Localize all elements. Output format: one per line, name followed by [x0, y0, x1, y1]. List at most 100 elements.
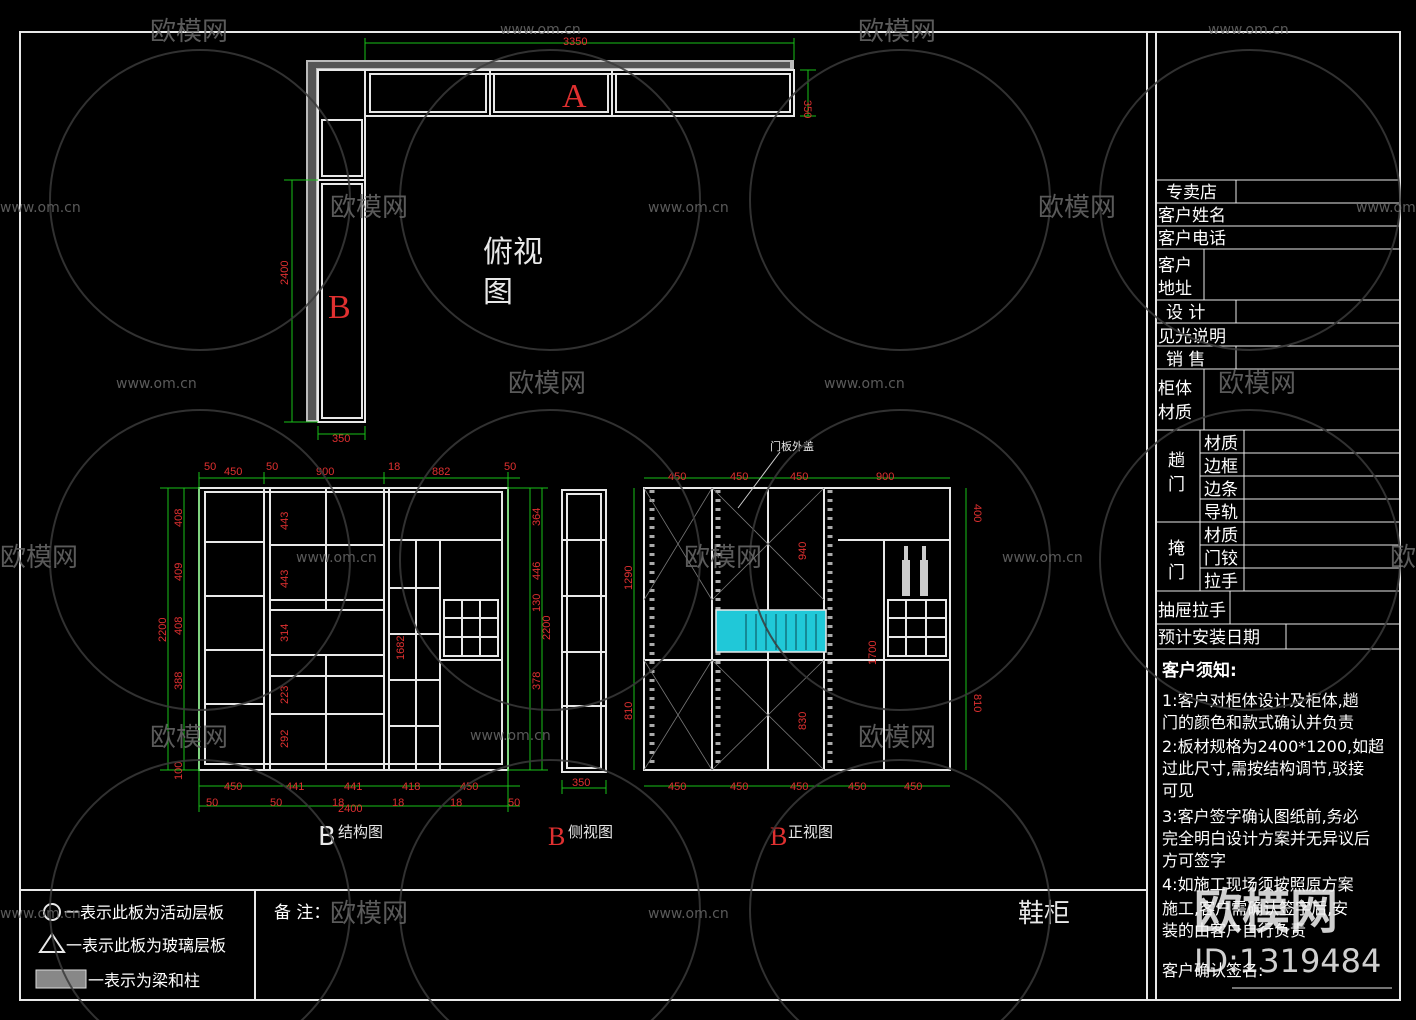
struct-inner-dim-3: 223	[279, 686, 291, 704]
struct-right-dim-6: 378	[531, 672, 543, 690]
struct-bottom2-dim-1: 50	[270, 797, 282, 809]
plan-dim-left: 2400	[279, 261, 291, 285]
tb-hinged-b: 门	[1168, 563, 1185, 583]
front-bottom-dim-2: 450	[790, 781, 808, 793]
struct-bottom2-dim-5: 50	[508, 797, 520, 809]
struct-inner-dim-2: 314	[279, 624, 291, 642]
plan-cabinet-b	[317, 179, 366, 423]
wm-brand-7: 欧模网	[0, 543, 78, 573]
wm-brand-3: 欧模网	[330, 193, 408, 223]
tb-signature: 客户确认签名:	[1162, 961, 1263, 980]
struct-bottom-dim-1: 441	[286, 781, 304, 793]
struct-height: 2200	[157, 618, 169, 642]
titleblock	[1156, 179, 1400, 989]
tb-row-4: 设 计	[1166, 303, 1205, 323]
tb-notice-5: 3:客户签字确认图纸前,务必	[1162, 807, 1359, 826]
side-dim-bottom: 350	[572, 777, 590, 789]
struct-left-dim-8: 100	[173, 762, 185, 780]
drawing-name: 鞋柜	[1018, 899, 1070, 929]
tb-row-6: 销 售	[1166, 350, 1205, 370]
triangle-icon	[38, 932, 66, 953]
plan-dim-right: 350	[801, 100, 813, 118]
front-inner-dim-0: 940	[797, 542, 809, 560]
struct-inner-dim-5: 1682	[395, 636, 407, 660]
struct-top-dim-6: 50	[504, 461, 516, 473]
wm-url-4: www.om.cn	[648, 200, 729, 216]
legend-item-1: 一表示此板为活动层板	[64, 903, 224, 922]
tb-notice-title: 客户须知:	[1161, 660, 1237, 681]
struct-bottom2-dim-2: 18	[332, 797, 344, 809]
plan-view: A B 俯视 图 3350 350 2400 350	[279, 36, 816, 445]
front-bottom-dim-3: 450	[848, 781, 866, 793]
wm-brand-12: 欧模网	[330, 899, 408, 929]
wm-brand-5: 欧模网	[508, 369, 586, 399]
tb-sliding-0: 材质	[1204, 434, 1238, 454]
struct-right-dim-4: 130	[531, 594, 543, 612]
tb-notice-6: 完全明白设计方案并无异议后	[1162, 829, 1370, 848]
tb-hinged-0: 材质	[1204, 526, 1238, 546]
legend-item-3: 一表示为梁和柱	[88, 971, 200, 990]
wm-brand-9: 欧模网	[1390, 543, 1416, 573]
tb-notice-3: 过此尺寸,需按结构调节,驳接	[1162, 759, 1364, 778]
wm-url-12: www.om.cn	[648, 906, 729, 922]
tb-notice-0: 1:客户对柜体设计及柜体,趟	[1162, 691, 1359, 710]
struct-top-dim-4: 18	[388, 461, 400, 473]
front-view: 450 450 450 900 450 450 450 450 450 1290…	[623, 439, 983, 851]
front-top-dim-1: 450	[730, 471, 748, 483]
struct-left-dim-3: 409	[173, 563, 185, 581]
front-left-dim-0: 1290	[623, 566, 635, 590]
legend-item-2: 一表示此板为玻璃层板	[66, 936, 226, 955]
wm-url-1: www.om.cn	[500, 22, 581, 38]
front-inner-dim-1: 830	[797, 712, 809, 730]
front-caption: 正视图	[788, 823, 833, 841]
front-bottom-dim-1: 450	[730, 781, 748, 793]
tb-notice-2: 2:板材规格为2400*1200,如超	[1162, 737, 1384, 756]
struct-right-total: 2200	[541, 616, 553, 640]
tb-install-date: 预计安装日期	[1158, 628, 1260, 648]
tb-notice-8: 4:如施工现场须按照原方案	[1162, 875, 1354, 894]
front-bottom-dim-0: 450	[668, 781, 686, 793]
struct-left-dim-7: 388	[173, 672, 185, 690]
side-outline	[561, 489, 607, 773]
titleblock-text: 专卖店 客户姓名 客户电话 客户 地址 设 计 见光说明 销 售 柜体 材质 趟…	[1158, 183, 1384, 980]
struct-bottom-dim-0: 450	[224, 781, 242, 793]
front-note: 门板外盖	[770, 439, 814, 453]
tb-row-2: 客户电话	[1158, 229, 1226, 249]
side-caption: 侧视图	[568, 823, 613, 841]
wm-brand-6: 欧模网	[1218, 369, 1296, 399]
tb-notice-10: 装的由客户自行负责	[1162, 921, 1306, 940]
wm-url-8: www.om.cn	[296, 550, 377, 566]
front-top-dim-3: 900	[876, 471, 894, 483]
tb-notice-4: 可见	[1162, 781, 1194, 800]
plan-dim-top: 3350	[563, 36, 587, 48]
struct-bottom-dim-2: 441	[344, 781, 362, 793]
circle-icon	[43, 903, 61, 921]
remark-label: 备 注：	[274, 903, 330, 923]
struct-bottom2-dim-4: 18	[450, 797, 462, 809]
struct-bottom2-dim-3: 18	[392, 797, 404, 809]
wm-url-2: www.om.cn	[1208, 22, 1289, 38]
front-left-dim-1: 810	[623, 702, 635, 720]
front-outline	[643, 487, 951, 771]
wm-id: ID:1319484	[1194, 942, 1381, 980]
structure-view: 50 450 50 900 18 882 50 450 441 441 418 …	[157, 461, 553, 852]
tb-row-7b: 材质	[1158, 403, 1192, 423]
tb-row-3b: 地址	[1158, 279, 1192, 299]
struct-total: 2400	[338, 803, 362, 815]
wm-brand-8: 欧模网	[684, 543, 762, 573]
drawing-border	[19, 31, 1401, 1001]
struct-top-dim-5: 882	[432, 466, 450, 478]
plan-title: 俯视	[483, 235, 543, 270]
plan-title-2: 图	[483, 275, 513, 310]
tb-sliding-1: 边框	[1204, 457, 1238, 477]
wm-url-9: www.om.cn	[1002, 550, 1083, 566]
tb-sliding-b: 门	[1168, 475, 1185, 495]
tb-row-0: 专卖店	[1166, 183, 1217, 203]
tb-hinged-a: 掩	[1168, 539, 1185, 559]
struct-left-dim-1: 408	[173, 509, 185, 527]
struct-inner-dim-4: 292	[279, 730, 291, 748]
wm-url-5: www.om.cn	[1356, 200, 1416, 216]
wm-url-11: www.om.cn	[0, 906, 81, 922]
tb-row-3a: 客户	[1158, 256, 1192, 276]
